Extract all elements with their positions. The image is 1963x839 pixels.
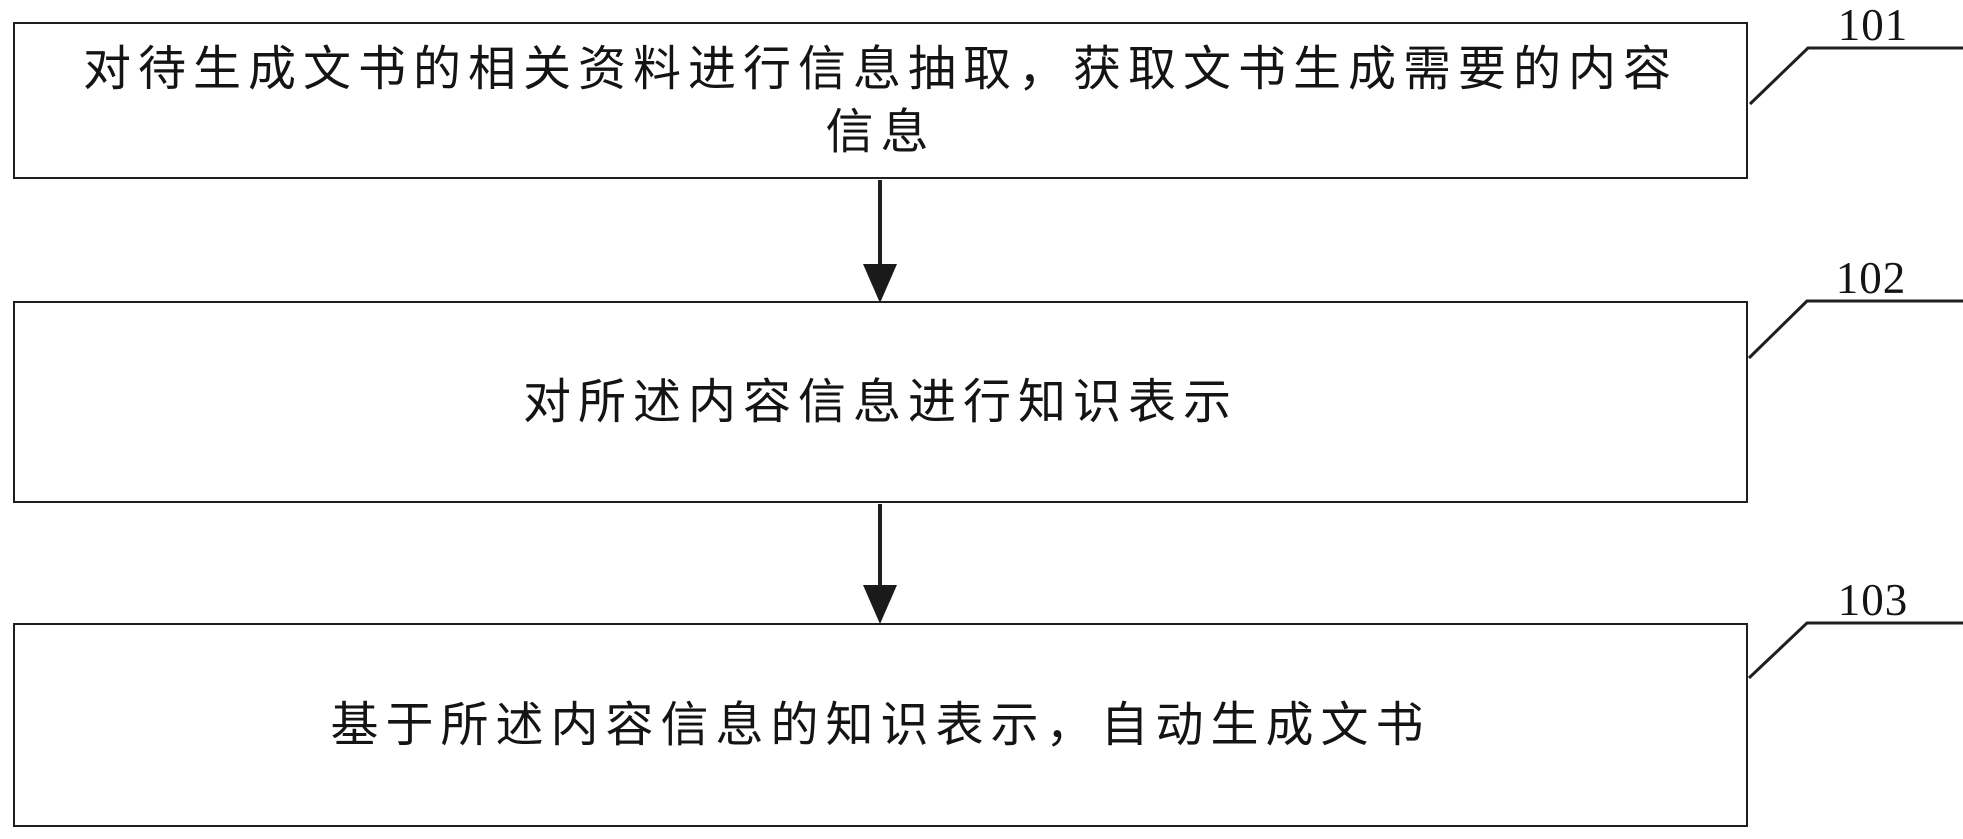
ref-leader-line-101: [1748, 46, 1963, 106]
down-arrow-icon: [863, 180, 897, 303]
step-box-103: 基于所述内容信息的知识表示，自动生成文书: [13, 623, 1748, 827]
step-box-101: 对待生成文书的相关资料进行信息抽取，获取文书生成需要的内容 信息: [13, 22, 1748, 179]
ref-number-101: 101: [1837, 0, 1909, 50]
step-103-text: 基于所述内容信息的知识表示，自动生成文书: [330, 698, 1431, 752]
ref-leader-line-103: [1747, 621, 1963, 680]
step-101-text-line-1: 对待生成文书的相关资料进行信息抽取，获取文书生成需要的内容: [82, 42, 1678, 96]
step-box-102: 对所述内容信息进行知识表示: [13, 301, 1748, 503]
ref-number-102: 102: [1835, 253, 1907, 303]
step-101-text-line-2: 信息: [825, 105, 936, 159]
down-arrow-icon: [863, 504, 897, 624]
ref-leader-line-102: [1747, 299, 1963, 360]
step-102-text: 对所述内容信息进行知识表示: [522, 375, 1238, 429]
ref-number-103: 103: [1837, 575, 1909, 625]
